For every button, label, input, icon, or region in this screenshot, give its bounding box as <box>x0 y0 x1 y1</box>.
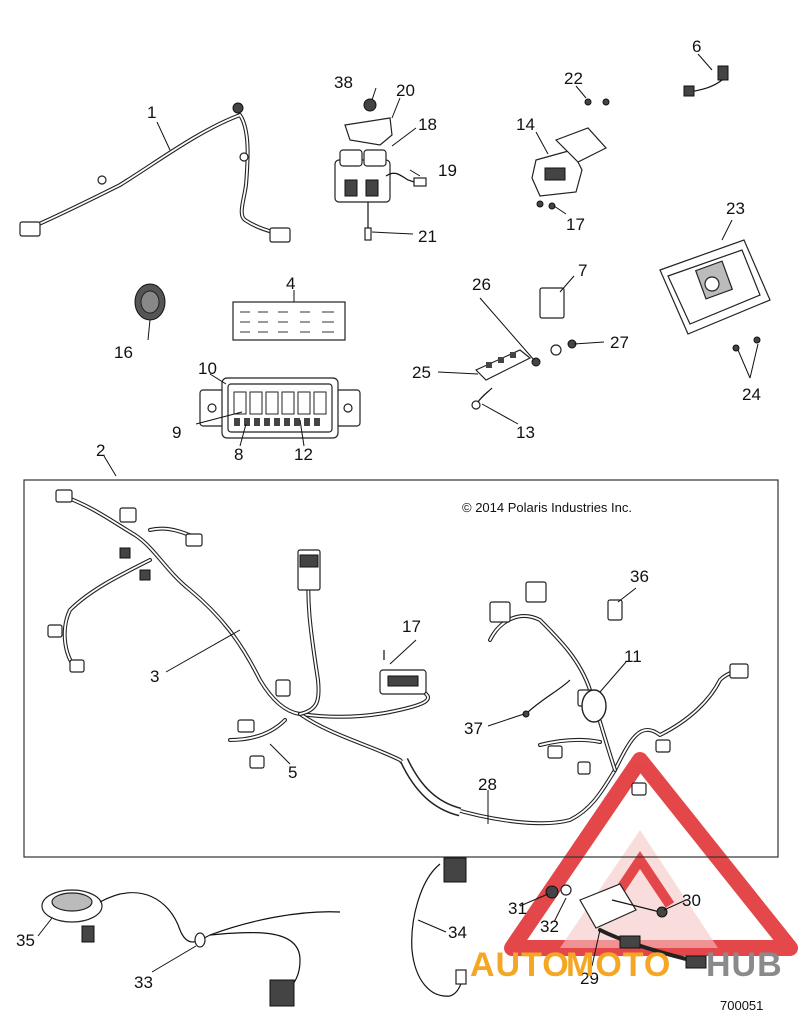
part-25-module <box>471 287 577 410</box>
callout-18: 18 <box>418 115 437 134</box>
callout-7: 7 <box>578 261 587 280</box>
leader-lines <box>37 53 759 973</box>
part-10-fuse-box <box>199 377 361 439</box>
document-number: 700051 <box>720 998 763 1013</box>
callout-16: 16 <box>114 343 133 362</box>
callout-17-top: 17 <box>566 215 585 234</box>
callout-12: 12 <box>294 445 313 464</box>
watermark-auto: AUTO <box>470 946 570 984</box>
callout-33: 33 <box>134 973 153 992</box>
callout-2: 2 <box>96 441 105 460</box>
callout-10: 10 <box>198 359 217 378</box>
callout-13: 13 <box>516 423 535 442</box>
part-2-main-harness <box>47 489 749 826</box>
callout-9: 9 <box>172 423 181 442</box>
callout-36: 36 <box>630 567 649 586</box>
callout-38: 38 <box>334 73 353 92</box>
callout-21: 21 <box>418 227 437 246</box>
callout-25: 25 <box>412 363 431 382</box>
callout-30: 30 <box>682 891 701 910</box>
callout-23: 23 <box>726 199 745 218</box>
callout-24: 24 <box>742 385 761 404</box>
callout-26: 26 <box>472 275 491 294</box>
callout-34: 34 <box>448 923 467 942</box>
callout-8: 8 <box>234 445 243 464</box>
callout-14: 14 <box>516 115 535 134</box>
callout-28: 28 <box>478 775 497 794</box>
part-29-relay-bracket <box>545 883 707 969</box>
callout-19: 19 <box>438 161 457 180</box>
callout-5: 5 <box>288 763 297 782</box>
callout-31: 31 <box>508 899 527 918</box>
callout-27: 27 <box>610 333 629 352</box>
callout-37: 37 <box>464 719 483 738</box>
callout-35: 35 <box>16 931 35 950</box>
part-33-harness <box>99 892 341 1007</box>
part-16-grommet <box>134 283 166 321</box>
part-1-wire-harness <box>19 102 291 243</box>
part-6-sensor <box>683 65 729 97</box>
callout-4: 4 <box>286 274 295 293</box>
callout-11: 11 <box>624 647 642 666</box>
callout-17-harness: 17 <box>402 617 421 636</box>
part-35-cover <box>41 889 103 943</box>
watermark-hub: HUB <box>706 946 783 984</box>
callout-1: 1 <box>147 103 156 122</box>
part-14-relay-block <box>531 98 610 210</box>
callout-22: 22 <box>564 69 583 88</box>
callout-29: 29 <box>580 969 599 988</box>
part-4-label-decal <box>232 301 346 341</box>
watermark-text: AUTO MOTO HUB <box>470 946 783 984</box>
copyright-notice: © 2014 Polaris Industries Inc. <box>462 500 632 515</box>
callout-3: 3 <box>150 667 159 686</box>
callout-32: 32 <box>540 917 559 936</box>
part-23-ecu <box>659 239 771 352</box>
callout-20: 20 <box>396 81 415 100</box>
part-18-ignition-coil <box>334 98 427 241</box>
callout-6: 6 <box>692 37 701 56</box>
watermark-moto: MOTO <box>566 946 671 984</box>
callout-labels: 1 2 3 4 5 6 7 8 9 10 11 12 13 14 16 17 1… <box>16 37 761 992</box>
harness-frame <box>23 479 779 858</box>
part-34-wire <box>411 857 467 997</box>
